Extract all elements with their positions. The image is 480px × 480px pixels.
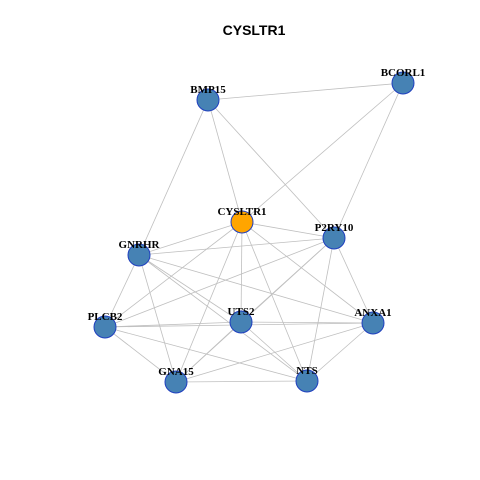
node-label-plcb2: PLCB2 — [88, 311, 123, 323]
edge-uts2-gna15 — [175, 321, 242, 383]
edge-cysltr1-anxa1 — [241, 221, 374, 324]
edge-cysltr1-p2ry10 — [241, 221, 335, 239]
diagram-title: CYSLTR1 — [223, 22, 286, 38]
edge-gna15-nts — [175, 380, 308, 383]
node-label-p2ry10: P2RY10 — [315, 222, 354, 234]
node-circle-nts — [295, 369, 319, 393]
edge-gnrhr-anxa1 — [138, 254, 374, 324]
node-gna15: GNA15 — [158, 366, 194, 394]
node-circle-gna15 — [164, 370, 188, 394]
edge-bcorl1-cysltr1 — [241, 82, 404, 223]
node-nts: NTS — [295, 365, 319, 393]
edge-bmp15-p2ry10 — [207, 99, 335, 239]
edge-cysltr1-plcb2 — [104, 221, 243, 328]
edge-p2ry10-anxa1 — [333, 237, 374, 324]
node-circle-gnrhr — [127, 243, 151, 267]
edge-anxa1-gna15 — [175, 322, 374, 383]
node-anxa1: ANXA1 — [354, 307, 392, 335]
node-circle-cysltr1 — [230, 210, 254, 234]
node-gnrhr: GNRHR — [119, 239, 161, 267]
edge-gnrhr-nts — [138, 254, 308, 382]
node-label-anxa1: ANXA1 — [354, 307, 391, 319]
node-circle-bmp15 — [196, 88, 220, 112]
node-label-cysltr1: CYSLTR1 — [217, 206, 266, 218]
edge-layer — [104, 82, 404, 383]
edge-anxa1-nts — [306, 322, 374, 382]
node-circle-plcb2 — [93, 315, 117, 339]
node-label-gnrhr: GNRHR — [119, 239, 161, 251]
node-circle-uts2 — [229, 310, 253, 334]
node-circle-bcorl1 — [391, 71, 415, 95]
node-label-bmp15: BMP15 — [190, 84, 226, 96]
node-bcorl1: BCORL1 — [381, 67, 426, 95]
node-circle-anxa1 — [361, 311, 385, 335]
node-label-gna15: GNA15 — [158, 366, 194, 378]
node-label-nts: NTS — [296, 365, 317, 377]
edge-bmp15-bcorl1 — [207, 82, 404, 101]
edge-plcb2-gna15 — [104, 326, 177, 383]
node-cysltr1: CYSLTR1 — [217, 206, 267, 234]
edge-bcorl1-p2ry10 — [333, 82, 404, 239]
node-bmp15: BMP15 — [190, 84, 226, 112]
edge-gnrhr-gna15 — [138, 254, 177, 383]
node-p2ry10: P2RY10 — [315, 222, 354, 250]
node-label-uts2: UTS2 — [228, 306, 255, 318]
edge-plcb2-uts2 — [104, 321, 242, 328]
edge-cysltr1-uts2 — [240, 221, 243, 323]
node-label-bcorl1: BCORL1 — [381, 67, 426, 79]
edge-uts2-anxa1 — [240, 321, 374, 324]
edge-gnrhr-p2ry10 — [138, 237, 335, 256]
edge-bmp15-gnrhr — [138, 99, 209, 256]
edge-gnrhr-uts2 — [138, 254, 242, 323]
edge-cysltr1-nts — [241, 221, 308, 382]
edge-bmp15-cysltr1 — [207, 99, 243, 223]
node-circle-p2ry10 — [322, 226, 346, 250]
edge-uts2-nts — [240, 321, 308, 382]
edge-cysltr1-gnrhr — [138, 221, 243, 256]
edge-cysltr1-gna15 — [175, 221, 243, 383]
node-uts2: UTS2 — [228, 306, 255, 334]
edge-gnrhr-plcb2 — [104, 254, 140, 328]
node-plcb2: PLCB2 — [88, 311, 123, 339]
edge-p2ry10-nts — [306, 237, 335, 382]
edge-p2ry10-plcb2 — [104, 237, 335, 328]
